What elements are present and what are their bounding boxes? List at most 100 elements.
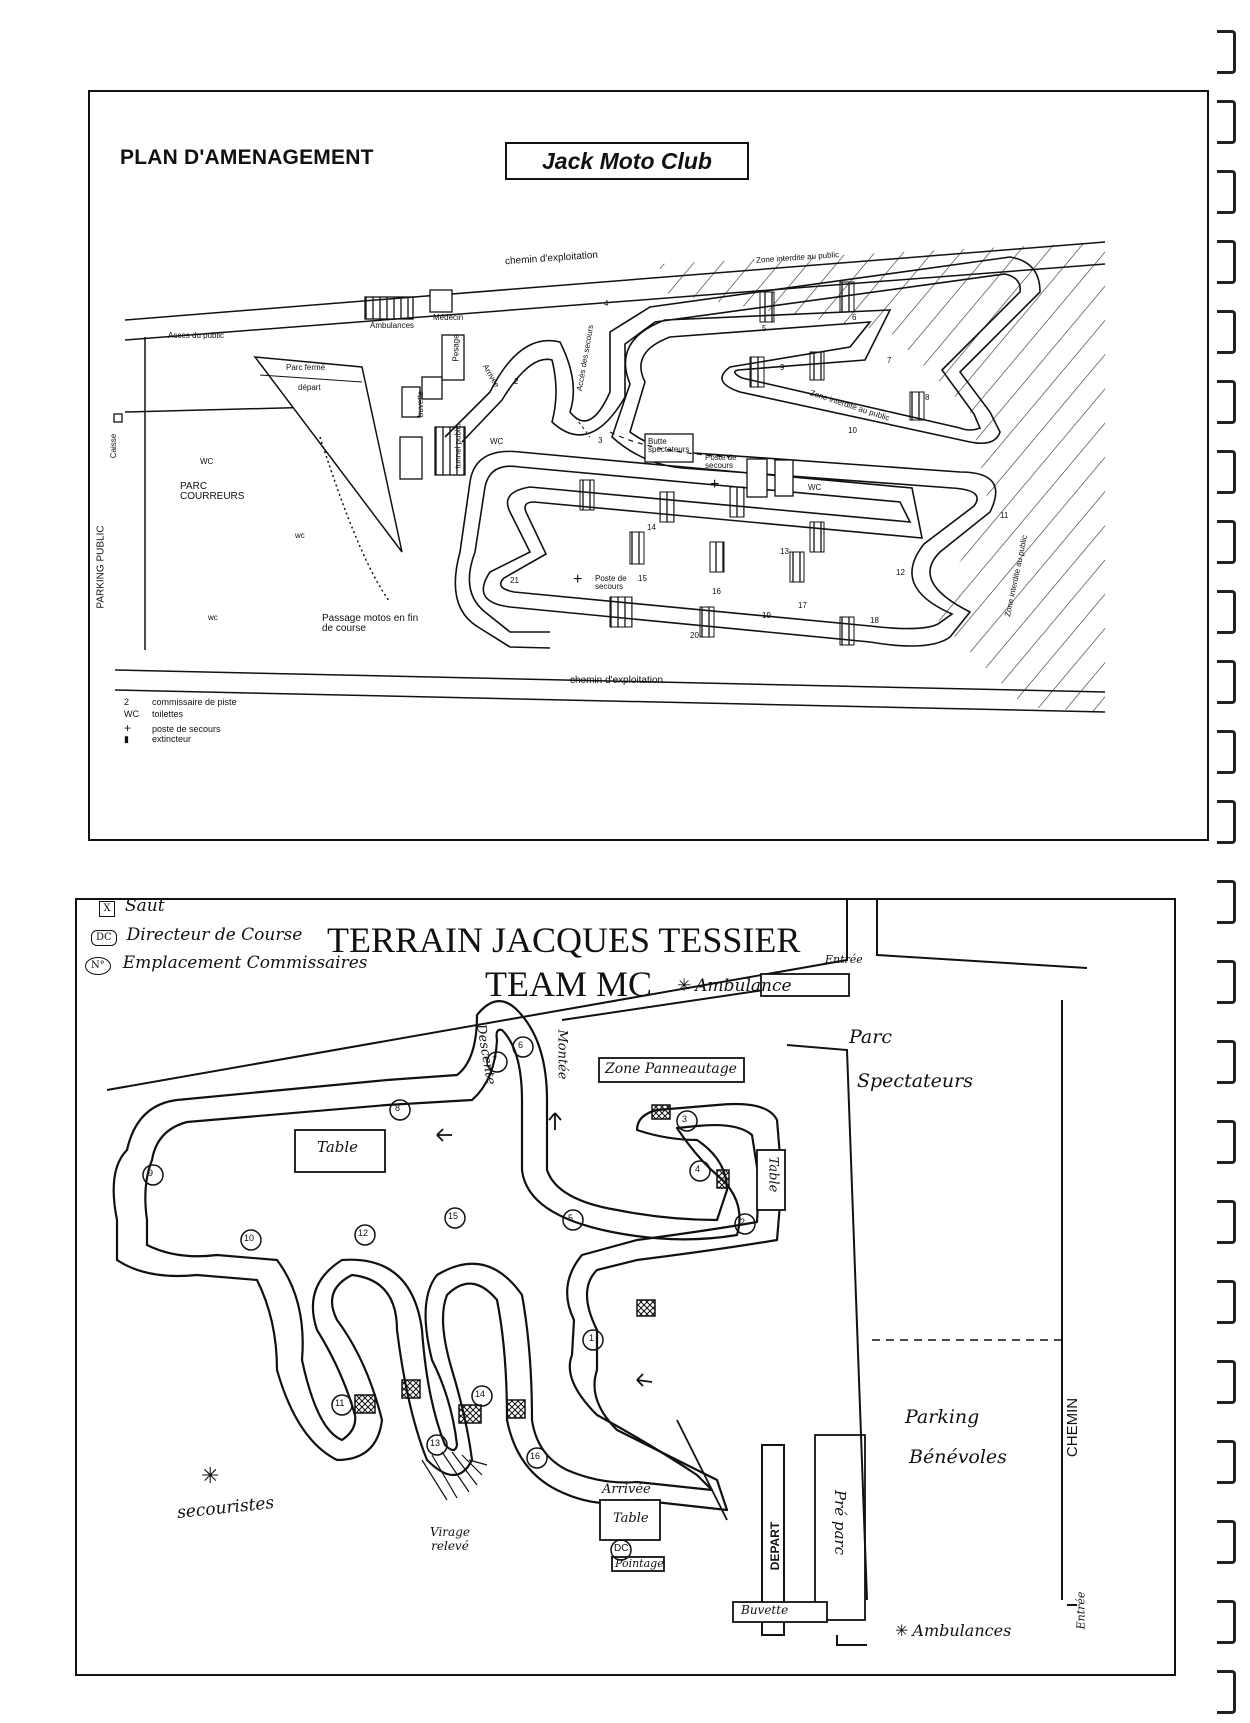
binder-tab — [1217, 520, 1236, 564]
binder-tab — [1217, 1040, 1236, 1084]
binder-tab — [1217, 240, 1236, 284]
label-parc-ferme: Parc fermé — [286, 363, 326, 372]
marshal-number: 9 — [148, 1168, 154, 1178]
label-pre-parc: Pré parc — [831, 1489, 850, 1556]
marshal-number: 16 — [530, 1451, 541, 1461]
marshal-number: 9 — [780, 363, 785, 372]
binder-tab — [1217, 1600, 1236, 1644]
marshal-number: 17 — [798, 601, 807, 610]
wc-label: wc — [208, 613, 218, 622]
binder-tab — [1217, 450, 1236, 494]
label-depart: départ — [298, 383, 321, 392]
binder-tab — [1217, 590, 1236, 634]
label-ambulances: Ambulances — [370, 321, 415, 330]
label-parking-public: PARKING PUBLIC — [95, 525, 107, 609]
label-passage-motos: Passage motos en fin de course — [322, 613, 419, 634]
label-virage-releve: Virage relevé — [430, 1525, 470, 1553]
marshal-number: 7 — [887, 356, 892, 365]
marshal-number: 11 — [335, 1398, 345, 1408]
marshal-number: 1 — [589, 1333, 595, 1343]
label-spectateurs: Spectateurs — [857, 1070, 973, 1092]
marshal-number: 6 — [518, 1040, 524, 1050]
page-title: TERRAIN JACQUES TESSIER — [327, 920, 801, 960]
club-logo: Jack Moto Club — [505, 142, 749, 180]
page-subtitle: TEAM MC — [485, 964, 653, 1004]
binder-tab — [1217, 380, 1236, 424]
label-montee: Montée — [554, 1029, 570, 1080]
label-caisse: Caisse — [109, 433, 119, 459]
marshal-number: 11 — [1000, 511, 1009, 520]
marshal-number: 15 — [448, 1211, 459, 1221]
label-benevoles: Bénévoles — [909, 1446, 1007, 1468]
binder-tab — [1217, 960, 1236, 1004]
wc-label-paddock: WC — [808, 483, 822, 492]
marshal-number: 4 — [604, 299, 609, 308]
label-depart: DEPART — [768, 1521, 783, 1571]
forbidden-zone — [660, 242, 1105, 712]
binder-tab — [1217, 1360, 1236, 1404]
page-title: PLAN D'AMENAGEMENT — [120, 146, 374, 169]
binder-tab — [1217, 170, 1236, 214]
label-parking: Parking — [905, 1406, 980, 1428]
marshal-number: 5 — [568, 1213, 574, 1223]
label-chemin: CHEMIN — [1064, 1397, 1082, 1458]
label-butte: Butte spectateurs — [648, 437, 690, 454]
marshal-number: 14 — [475, 1389, 486, 1399]
wc-label-track: WC — [490, 437, 504, 446]
label-buvette: Buvette — [741, 1603, 789, 1617]
label-acces-public: Acces du public — [168, 331, 225, 340]
binder-tab — [1217, 1120, 1236, 1164]
binder-tab — [1217, 730, 1236, 774]
marshal-number: 2 — [740, 1217, 746, 1227]
binder-tab — [1217, 30, 1236, 74]
marshal-number: 16 — [712, 587, 721, 596]
binder-tab — [1217, 800, 1236, 844]
label-pesage: Pesage — [451, 334, 461, 362]
binder-tab — [1217, 310, 1236, 354]
label-tunnel: tunnel public — [453, 423, 463, 469]
label-entree-right: Entrée — [1074, 1591, 1088, 1630]
first-aid-star-icon: ✳ — [201, 1463, 220, 1488]
first-aid-icon: + — [573, 571, 583, 588]
road-label-bottom: chemin d'exploitation — [570, 675, 664, 686]
table-label: Table — [613, 1511, 649, 1526]
first-aid-icon: + — [710, 476, 720, 493]
label-parc-courreurs: PARC COURREURS — [180, 481, 245, 502]
marshal-number: 12 — [358, 1228, 369, 1238]
parc-ferme-area — [253, 356, 403, 553]
wc-label: wc — [295, 531, 305, 540]
marshal-number: 3 — [682, 1114, 688, 1124]
marshal-number: 2 — [514, 377, 519, 386]
marshal-number: 10 — [848, 426, 857, 435]
marshal-number: 7 — [492, 1055, 498, 1065]
binder-tab — [1217, 1200, 1236, 1244]
label-zone-panneautage: Zone Panneautage — [605, 1061, 737, 1077]
binder-tab — [1217, 100, 1236, 144]
binder-tab — [1217, 1280, 1236, 1324]
binder-tab — [1217, 1670, 1236, 1714]
table-label: Table — [317, 1138, 359, 1156]
label-poste-secours-2: Poste de secours — [595, 574, 627, 591]
marshal-number: 10 — [244, 1233, 255, 1243]
label-medecin: Médecin — [433, 313, 464, 322]
marshal-number: 15 — [638, 574, 647, 583]
legend-marshals: N°Emplacement Commissaires — [85, 955, 368, 975]
legend-row: +poste de secours — [124, 721, 221, 735]
marshal-number: 4 — [695, 1164, 701, 1174]
label-arrivee: Arrivée — [602, 1482, 651, 1497]
label-buvette: buvette — [416, 390, 426, 418]
marshal-number: 8 — [925, 393, 930, 402]
table-label: Table — [765, 1156, 781, 1193]
hand-drawn-track — [106, 900, 1088, 1646]
track-plan-drawing — [113, 241, 1106, 713]
marshal-number: 20 — [690, 631, 699, 640]
label-parc: Parc — [849, 1026, 892, 1048]
label-poste-secours-1: Poste de secours — [705, 453, 737, 470]
binder-tab — [1217, 1440, 1236, 1484]
label-ambulances-bottom: ✳Ambulances — [895, 1621, 1012, 1640]
marshal-number: 8 — [395, 1103, 401, 1113]
label-ambulance-top: ✳Ambulance — [677, 976, 792, 996]
